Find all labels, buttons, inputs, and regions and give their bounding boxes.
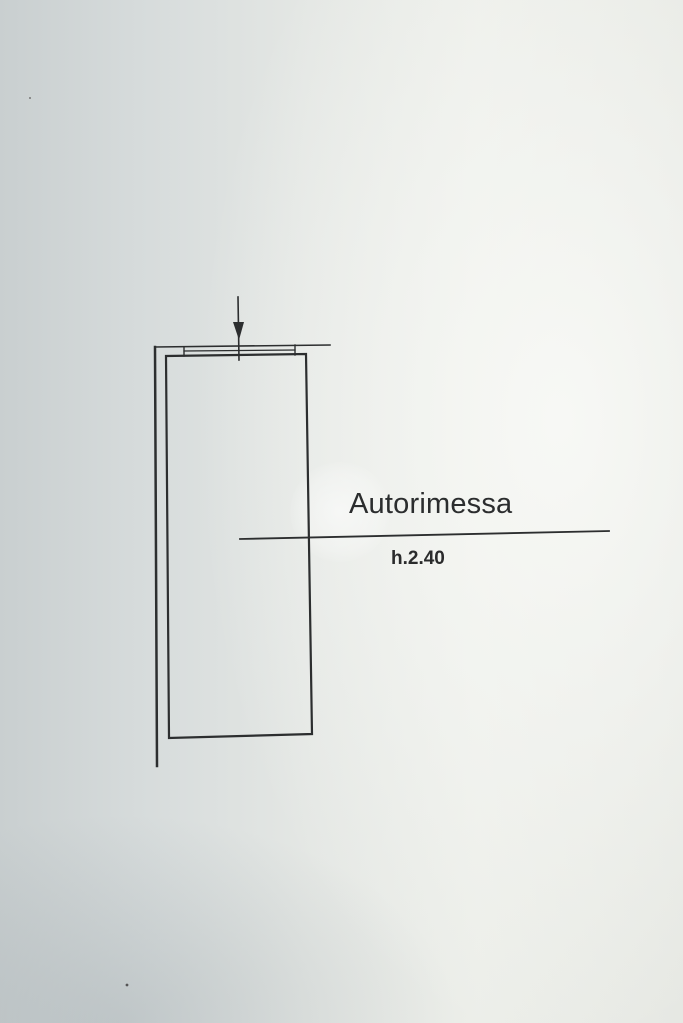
paper-shadow [0,760,683,1023]
paper-speck [29,97,31,99]
label-leader-line [239,530,610,540]
outer-wall-top [154,344,331,348]
room-outline [164,352,314,740]
light-glare [290,462,390,562]
outer-wall-left [153,345,159,768]
room-name-label: Autorimessa [349,488,513,520]
paper-speck [125,983,129,987]
room-height-label: h.2.40 [391,548,445,569]
entrance-arrow-head [233,322,244,340]
